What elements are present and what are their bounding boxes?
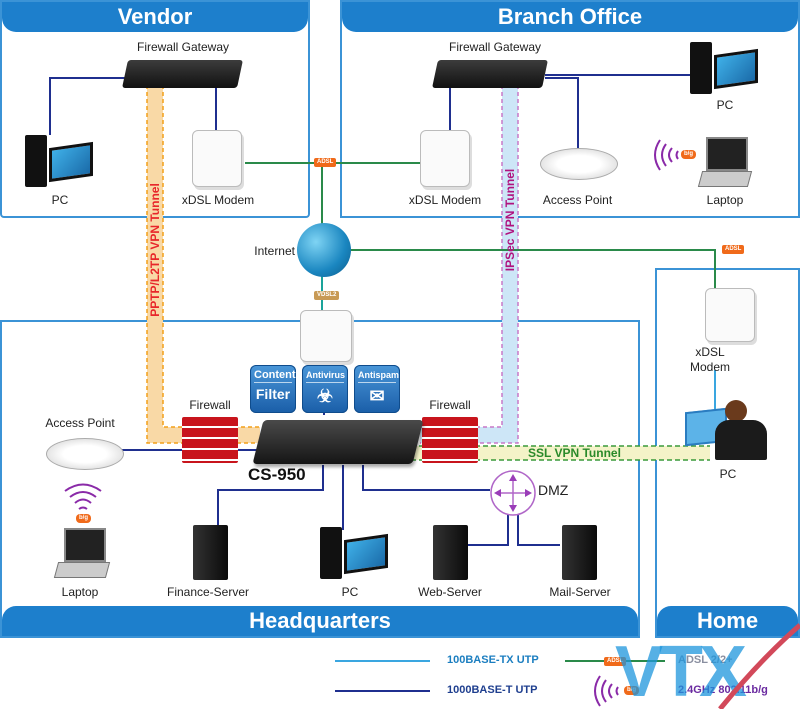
legend-wifi-badge: b/g [624,686,639,695]
hq-laptop-label: Laptop [61,585,99,599]
branch-laptop-label: Laptop [706,193,744,207]
hq-wifi-badge: b/g [76,514,91,523]
ssl-tunnel-label: SSL VPN Tunnel [528,446,621,460]
branch-gateway-label: Firewall Gateway [448,40,542,54]
finance-server-label: Finance-Server [166,585,250,599]
vendor-pc-label: PC [51,193,69,207]
hq-laptop-icon [53,528,111,578]
zone-headquarters-title: Headquarters [2,606,638,636]
branch-pc-label: PC [716,98,734,112]
home-modem-label-line1: xDSL [695,345,725,359]
home-modem-label: xDSL Modem [680,345,740,375]
branch-pc-icon [690,42,758,94]
finance-server-icon [193,525,228,580]
antispam-label: Antispam [358,368,399,383]
branch-modem-icon [420,130,470,187]
content-filter-tile: Content Filter [250,365,296,413]
home-pc-label: PC [719,467,737,481]
vdsl-badge-hq: VDSL2 [314,291,340,300]
hq-modem-icon [300,310,352,362]
hq-firewall-right-label: Firewall [429,398,471,412]
zone-vendor-title: Vendor [2,2,308,32]
hq-firewall-left-icon [182,417,238,463]
hq-firewall-left-label: Firewall [189,398,231,412]
vendor-modem-label: xDSL Modem [181,193,255,207]
biohazard-icon: ☣ [316,386,334,406]
vendor-firewall-gateway-icon [122,60,243,88]
vendor-modem-icon [192,130,242,187]
legend-gig-label: 1000BASE-T UTP [447,684,538,696]
gigabit-links [49,74,690,546]
antivirus-label: Antivirus [306,368,345,383]
hq-pc-icon [320,527,388,579]
mail-server-icon [562,525,597,580]
branch-wifi-badge: b/g [681,150,696,159]
cs950-appliance-icon [252,420,424,464]
hq-access-point-icon [46,438,124,470]
adsl-badge-home: ADSL [722,245,745,254]
branch-firewall-gateway-icon [432,60,548,88]
mail-server-label: Mail-Server [549,585,611,599]
legend-fast-label: 100BASE-TX UTP [447,654,539,666]
hq-ap-label: Access Point [45,416,115,430]
branch-ap-label: Access Point [542,193,613,207]
home-modem-icon [705,288,755,342]
cs950-label: CS-950 [248,465,306,484]
home-modem-label-line2: Modem [689,360,730,374]
content-filter-label-bottom: Filter [255,386,291,402]
hq-pc-label: PC [341,585,359,599]
branch-laptop-icon [697,137,753,189]
vendor-pc-icon [25,135,93,187]
dmz-label: DMZ [538,482,569,498]
vtx-watermark-logo: VTX [615,632,747,712]
home-user-pc-icon [685,400,770,462]
vendor-gateway-label: Firewall Gateway [136,40,230,54]
internet-globe-icon [297,223,351,277]
branch-access-point-icon [540,148,618,180]
zone-branch-title: Branch Office [342,2,798,32]
content-filter-label-top: Content [254,369,296,383]
antispam-tile: Antispam ✉ [354,365,400,413]
ipsec-tunnel-label: IPSec VPN Tunnel [503,168,517,272]
web-server-label: Web-Server [418,585,482,599]
mail-block-icon: ✉ [369,386,385,406]
legend-adsl-badge: ADSL [604,657,627,666]
ipsec-tunnel-border-inner [420,85,503,428]
pptp-tunnel-border-outer [146,85,260,444]
antivirus-tile: Antivirus ☣ [302,365,348,413]
web-server-icon [433,525,468,580]
adsl-badge-vendor-branch: ADSL [314,158,337,167]
hq-firewall-right-icon [422,417,478,463]
branch-modem-label: xDSL Modem [408,193,482,207]
pptp-tunnel-label: PPTP/L2TP VPN Tunnel [148,183,162,317]
internet-label: Internet [254,244,295,258]
